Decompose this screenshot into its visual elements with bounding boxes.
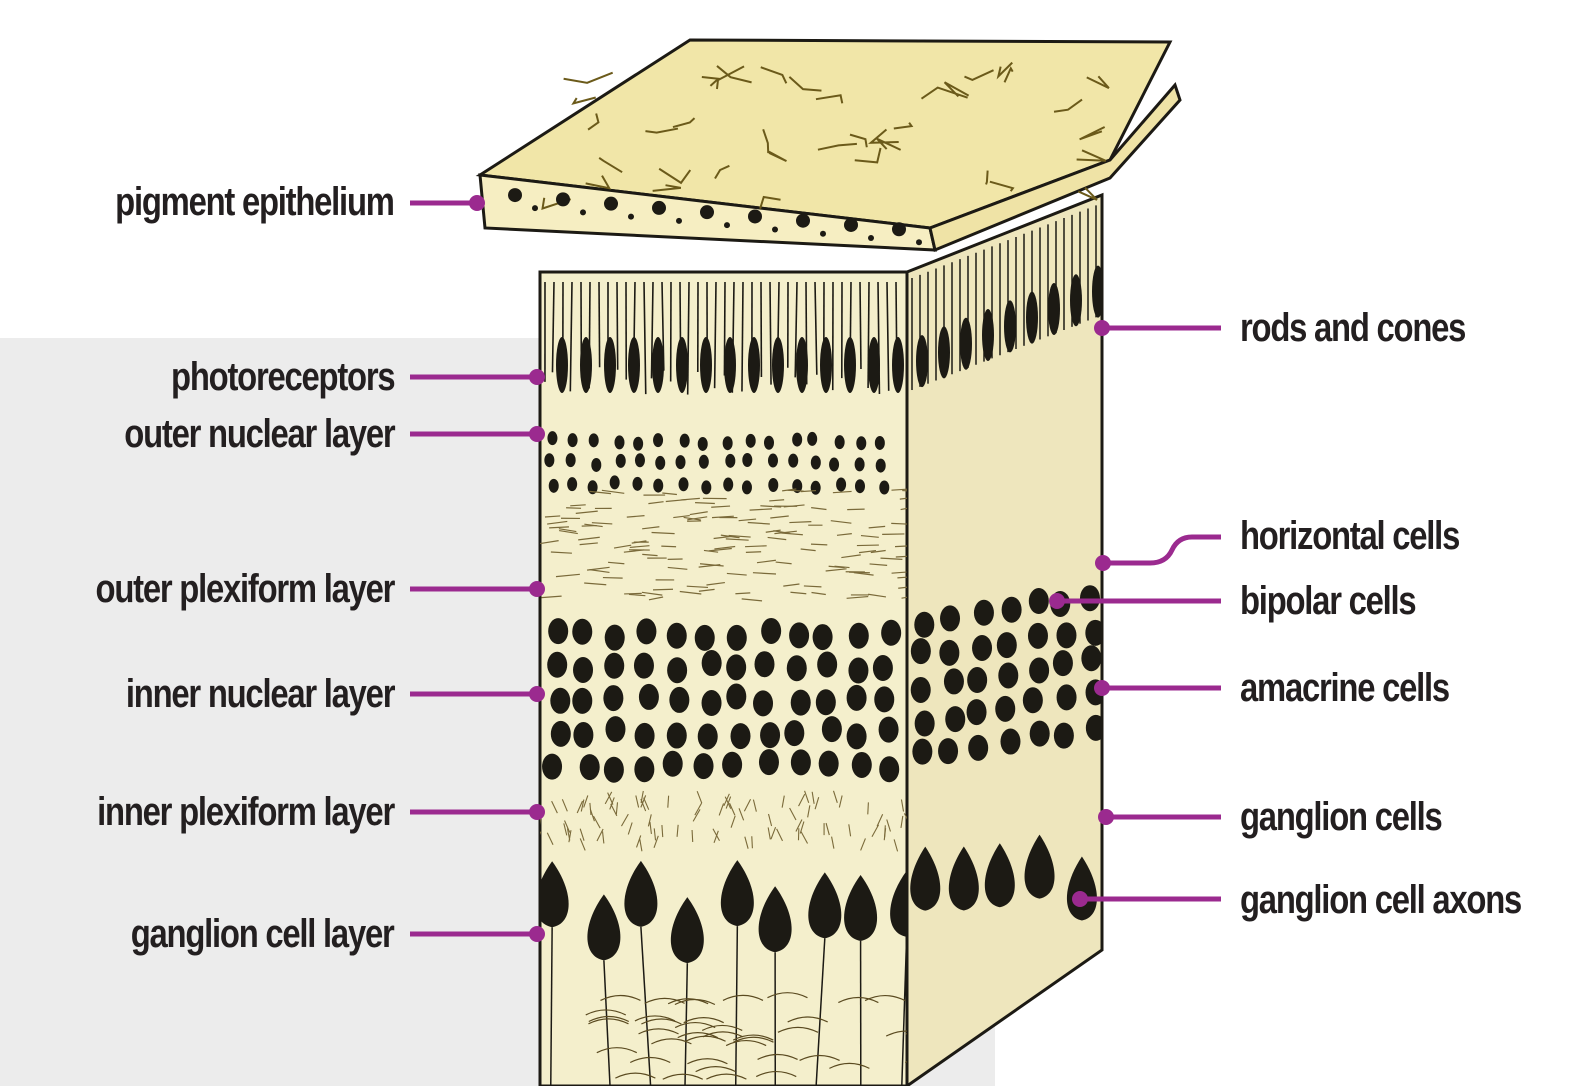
label-ganglion-cells: ganglion cells [1240,793,1441,841]
leader-dot-outer-nuclear-layer [529,426,545,442]
label-photoreceptors: photoreceptors [171,353,394,401]
label-ganglion-cell-layer: ganglion cell layer [131,910,394,958]
label-outer-plexiform-layer: outer plexiform layer [95,565,394,613]
leader-dot-inner-plexiform-layer [529,804,545,820]
leader-dot-horizontal-cells [1095,555,1111,571]
leader-dot-inner-nuclear-layer [529,686,545,702]
label-bipolar-cells: bipolar cells [1240,577,1415,625]
leader-dot-amacrine-cells [1094,680,1110,696]
label-ganglion-cell-axons: ganglion cell axons [1240,876,1521,924]
leader-dot-pigment-epithelium [469,195,485,211]
retina-block-illustration [480,40,1180,1086]
leader-dot-outer-plexiform-layer [529,581,545,597]
label-rods-and-cones: rods and cones [1240,304,1465,352]
leader-dot-ganglion-cells [1098,809,1114,825]
leader-dot-photoreceptors [529,369,545,385]
label-inner-plexiform-layer: inner plexiform layer [97,788,394,836]
label-horizontal-cells: horizontal cells [1240,512,1459,560]
leader-dot-ganglion-cell-layer [529,926,545,942]
label-pigment-epithelium: pigment epithelium [115,178,394,226]
leader-dot-bipolar-cells [1049,593,1065,609]
label-outer-nuclear-layer: outer nuclear layer [124,410,394,458]
label-amacrine-cells: amacrine cells [1240,664,1449,712]
leader-line-horizontal-cells [1103,537,1221,563]
leader-dot-rods-and-cones [1094,320,1110,336]
leader-dot-ganglion-cell-axons [1072,891,1088,907]
label-inner-nuclear-layer: inner nuclear layer [126,670,394,718]
